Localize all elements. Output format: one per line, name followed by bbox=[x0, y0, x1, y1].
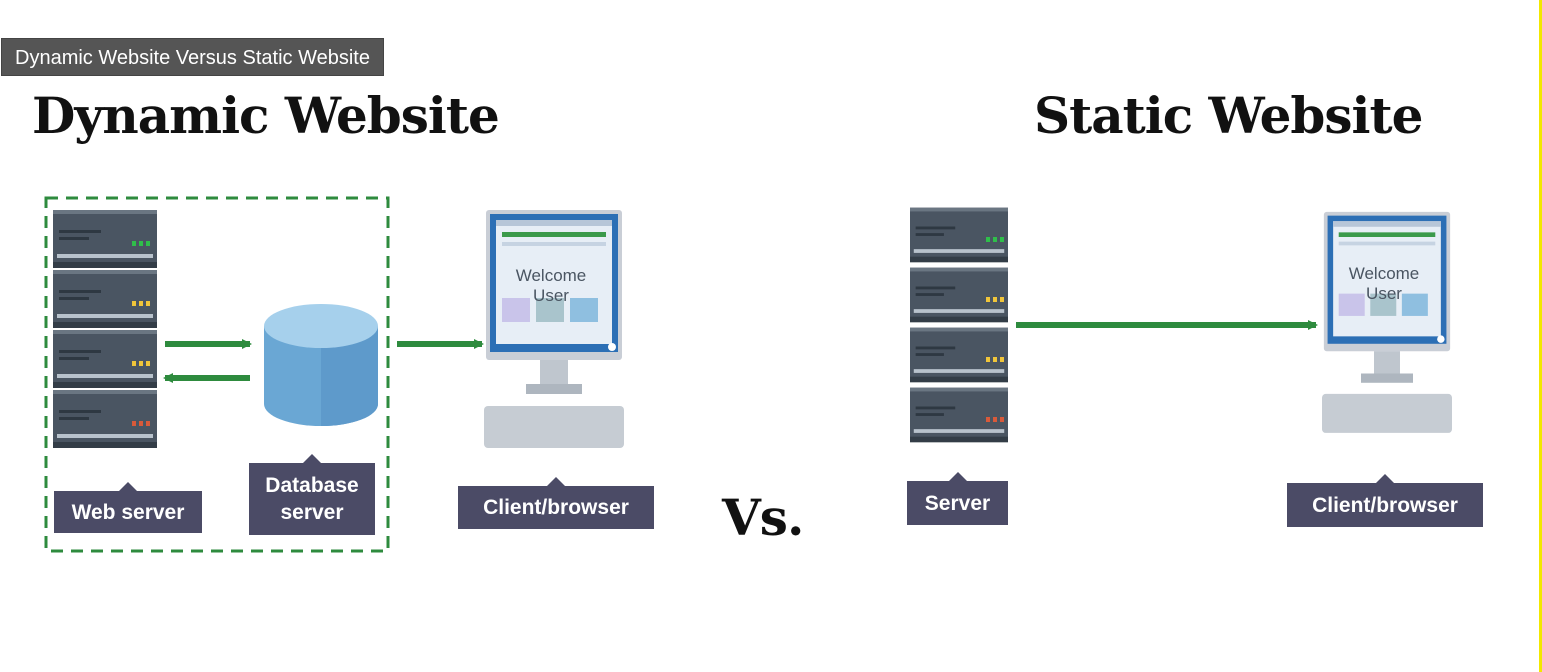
database-icon bbox=[264, 304, 378, 426]
static-server-label: Server bbox=[907, 472, 1008, 525]
dynamic-screen-text: Welcome User bbox=[515, 266, 587, 305]
versus-text: Vs. bbox=[722, 488, 804, 547]
database-label-line2: server bbox=[280, 501, 344, 524]
dynamic-client-label: Client/browser bbox=[458, 477, 654, 529]
image-title-tooltip: Dynamic Website Versus Static Website bbox=[1, 38, 384, 76]
static-client-computer-icon bbox=[1322, 211, 1452, 433]
right-edge-line bbox=[1539, 0, 1542, 672]
web-server-icon bbox=[53, 210, 157, 448]
dynamic-client-label-text: Client/browser bbox=[483, 496, 629, 519]
dynamic-heading: Dynamic Website bbox=[32, 86, 500, 145]
static-screen-text: Welcome User bbox=[1348, 264, 1420, 303]
static-server-label-text: Server bbox=[924, 491, 991, 515]
static-heading: Static Website bbox=[1034, 86, 1423, 145]
static-client-label: Client/browser bbox=[1287, 474, 1483, 527]
static-server-icon bbox=[910, 207, 1008, 443]
database-label-line1: Database bbox=[265, 474, 359, 497]
web-server-label-text: Web server bbox=[71, 500, 185, 524]
static-client-label-text: Client/browser bbox=[1312, 493, 1458, 517]
dynamic-client-computer-icon bbox=[484, 210, 624, 448]
database-server-label: Database server bbox=[249, 454, 375, 535]
dynamic-group-border bbox=[44, 196, 390, 553]
web-server-label: Web server bbox=[54, 482, 202, 533]
